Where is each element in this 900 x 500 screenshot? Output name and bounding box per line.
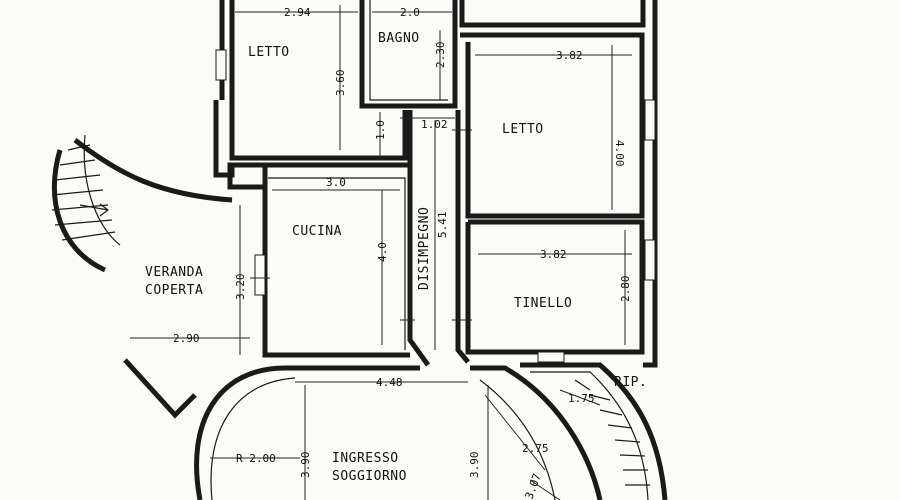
dim-radius: R 2.00 (236, 452, 276, 465)
wall-veranda-block (227, 162, 268, 190)
walls (51, 0, 668, 500)
dim-diag-1: 2.75 (522, 442, 549, 455)
wall-corridor-right (455, 110, 470, 364)
dim-tinello-width: 3.82 (540, 248, 567, 261)
wall-soggiorno-right-inner (479, 379, 556, 500)
wall-veranda-stair-arc (83, 134, 121, 246)
wall-top-right-room (459, 0, 646, 28)
wall-cucina (262, 175, 410, 358)
dim-cucina-width: 3.0 (326, 176, 346, 189)
window-tinello (644, 239, 656, 281)
wall-stair-right-inner (530, 371, 649, 500)
dim-letto-right-width: 3.82 (556, 49, 583, 62)
dim-letto-left-width: 2.94 (284, 6, 311, 19)
wall-stair-right (520, 362, 668, 500)
wall-soggiorno-right (470, 365, 603, 500)
dim-bagno-height: 2.30 (434, 42, 447, 69)
room-label-veranda: VERANDA (145, 265, 203, 280)
wall-bagno-inner (369, 0, 448, 101)
room-labels: LETTO BAGNO LETTO CUCINA DISIMPEGNO VERA… (145, 31, 647, 484)
room-label-ingresso: INGRESSO (332, 451, 399, 466)
wall-bagno (359, 0, 458, 109)
room-label-rip: RIP. (614, 375, 647, 390)
window-letto-left (215, 49, 227, 81)
wall-soggiorno-curve-inner (210, 377, 296, 500)
room-label-tinello: TINELLO (514, 296, 572, 311)
dim-stair-1: 1.75 (568, 392, 595, 405)
windows (215, 49, 656, 363)
room-label-soggiorno: SOGGIORNO (332, 469, 407, 484)
wall-corridor-left (407, 110, 431, 367)
dim-stair-2: 3.07 (523, 472, 544, 500)
wall-letto-right (460, 32, 645, 219)
dim-letto-left-height: 3.60 (334, 70, 347, 97)
wall-letto-left-inner (229, 0, 408, 161)
wall-cucina-inner (268, 177, 406, 350)
room-label-disimpegno: DISIMPEGNO (417, 207, 432, 290)
dim-disimpegno-length: 5.41 (436, 212, 449, 239)
dim-veranda-height: 3.20 (234, 274, 247, 301)
room-label-cucina: CUCINA (292, 224, 342, 239)
room-label-letto-right: LETTO (502, 122, 544, 137)
dim-soggiorno-height-left: 3.90 (299, 452, 312, 479)
window-tinello-bottom (537, 351, 565, 363)
stair-treads (51, 144, 650, 486)
wall-right-outer (643, 0, 658, 368)
wall-veranda-left (123, 358, 197, 419)
room-label-bagno: BAGNO (378, 31, 420, 46)
wall-veranda-stair-outer (73, 138, 233, 203)
dim-passage-height: 1.0 (374, 120, 387, 140)
room-label-coperta: COPERTA (145, 283, 203, 298)
dim-tinello-height: 2.80 (619, 276, 632, 303)
stair-arrow-icon (79, 203, 109, 217)
dimension-lines (130, 5, 632, 500)
window-letto-right (644, 99, 656, 141)
wall-letto-left (213, 0, 413, 178)
dim-soggiorno-width: 4.48 (376, 376, 403, 389)
dim-veranda-width: 2.90 (173, 332, 200, 345)
wall-soggiorno-curve (194, 365, 420, 500)
door-marks (250, 117, 472, 321)
window-cucina (254, 254, 266, 296)
wall-veranda-stair-inner (51, 149, 107, 273)
dim-cucina-height: 4.0 (376, 242, 389, 262)
wall-tinello (465, 219, 645, 355)
room-label-letto-left: LETTO (248, 45, 290, 60)
dimension-labels: 2.94 2.0 3.60 2.30 1.0 1.02 3.82 4.00 3.… (173, 6, 632, 500)
dim-soggiorno-height-right: 3.90 (468, 452, 481, 479)
dim-passage-width: 1.02 (421, 118, 448, 131)
dim-bagno-width: 2.0 (400, 6, 420, 19)
dim-letto-right-height: 4.00 (613, 140, 626, 167)
